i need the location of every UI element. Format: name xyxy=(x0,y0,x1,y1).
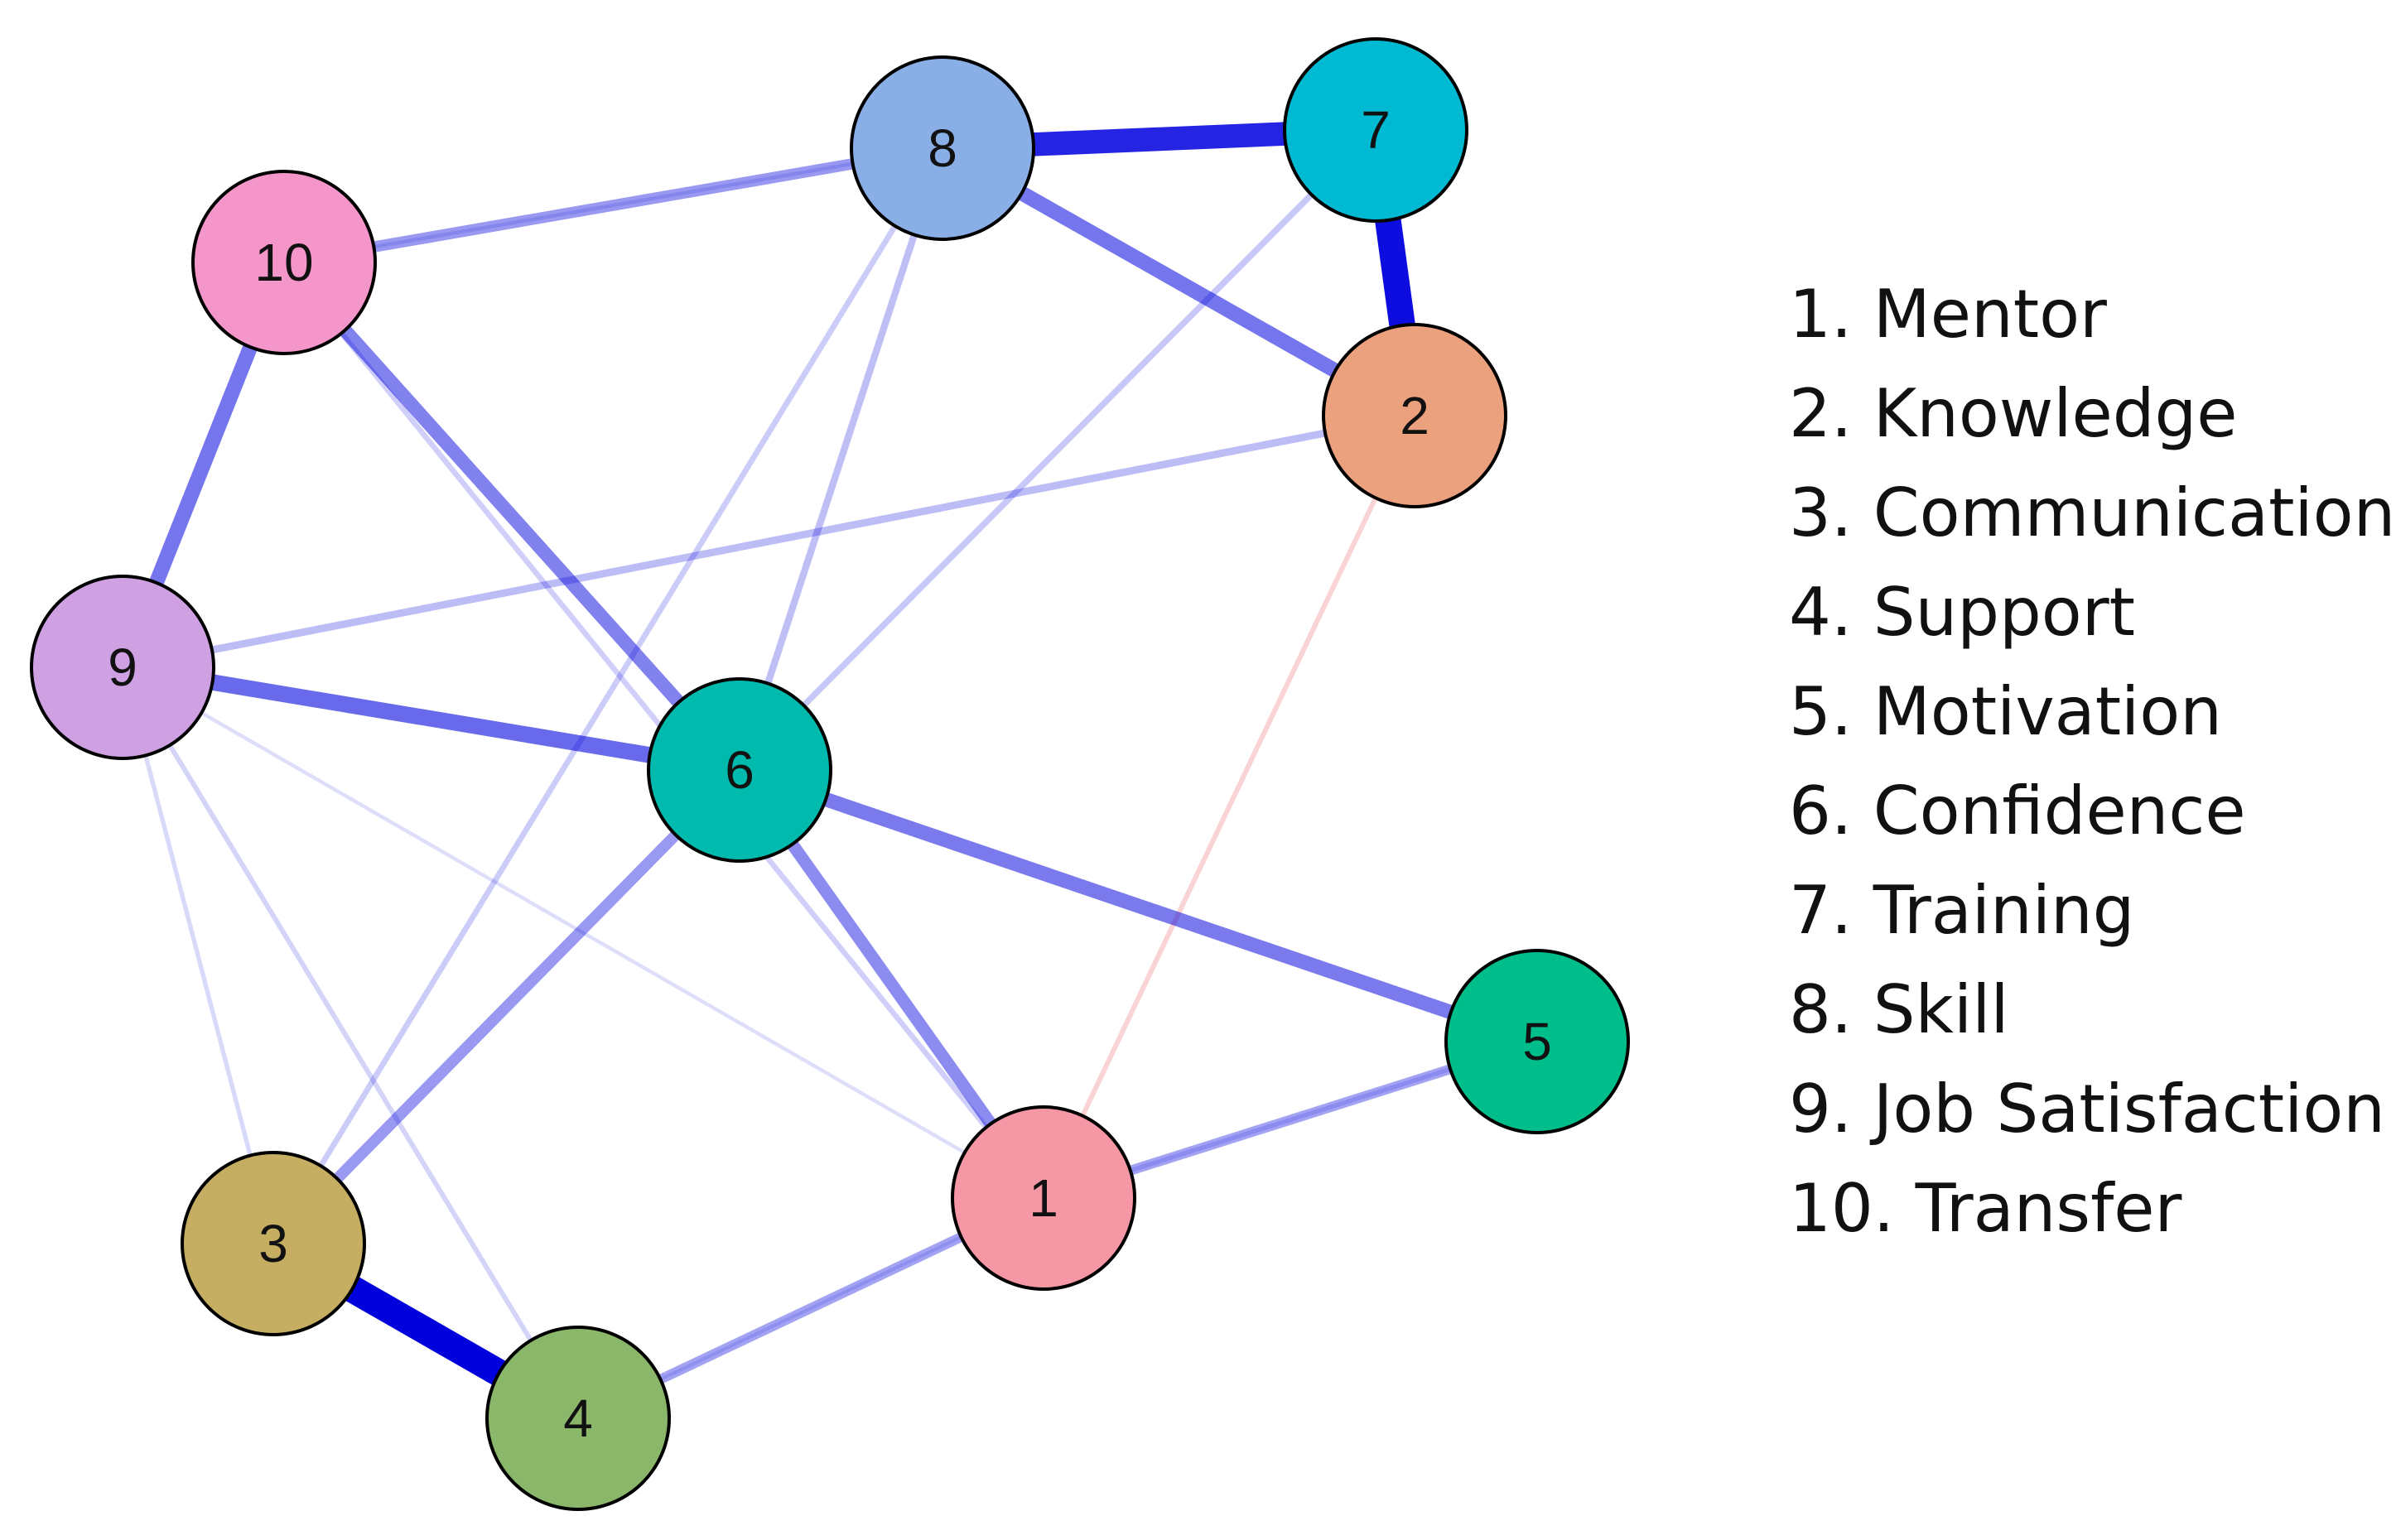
node-circle-training xyxy=(1283,37,1468,223)
node-knowledge: 2 xyxy=(1322,323,1507,508)
node-label-communication: 3 xyxy=(258,1214,288,1273)
legend-item-confidence: 6. Confidence xyxy=(1789,772,2246,849)
node-circle-mentor xyxy=(951,1105,1136,1291)
node-support: 4 xyxy=(485,1326,671,1511)
edge-10-6 xyxy=(278,257,745,775)
node-job-satisfaction: 9 xyxy=(30,575,215,760)
edge-8-6 xyxy=(736,147,946,772)
node-training: 7 xyxy=(1283,37,1468,223)
node-label-motivation: 5 xyxy=(1522,1012,1552,1071)
edge-10-8 xyxy=(282,142,944,268)
node-circle-communication xyxy=(181,1151,366,1336)
legend-item-job-satisfaction: 9. Job Satisfaction xyxy=(1789,1071,2385,1148)
edge-10-8 xyxy=(283,146,943,265)
edge-3-8 xyxy=(271,147,945,1245)
node-circle-knowledge xyxy=(1322,323,1507,508)
node-confidence: 6 xyxy=(647,677,832,863)
legend-item-mentor: 1. Mentor xyxy=(1789,276,2107,353)
node-circle-transfer xyxy=(191,170,377,355)
node-transfer: 10 xyxy=(191,170,377,355)
node-skill: 8 xyxy=(850,55,1035,241)
edge-9-1 xyxy=(121,666,1045,1200)
legend-item-knowledge: 2. Knowledge xyxy=(1789,375,2238,452)
legend: 1. Mentor 2. Knowledge 3. Communication … xyxy=(1789,265,2395,1258)
node-circle-support xyxy=(485,1326,671,1511)
legend-item-motivation: 5. Motivation xyxy=(1789,673,2222,750)
node-label-knowledge: 2 xyxy=(1400,386,1429,445)
edge-7-6 xyxy=(737,128,1378,772)
node-circle-skill xyxy=(850,55,1035,241)
node-communication: 3 xyxy=(181,1151,366,1336)
node-label-job-satisfaction: 9 xyxy=(108,638,137,697)
edge-9-2 xyxy=(122,411,1415,671)
edge-9-4 xyxy=(120,666,581,1420)
legend-item-training: 7. Training xyxy=(1789,872,2135,949)
node-circle-motivation xyxy=(1444,949,1630,1134)
node-label-training: 7 xyxy=(1361,100,1391,160)
edge-9-3 xyxy=(120,667,276,1244)
node-circle-confidence xyxy=(647,677,832,863)
legend-item-support: 4. Support xyxy=(1789,574,2136,651)
node-label-transfer: 10 xyxy=(254,233,313,292)
legend-item-communication: 3. Communication xyxy=(1789,474,2396,551)
edge-6-5 xyxy=(737,763,1540,1049)
node-circle-job-satisfaction xyxy=(30,575,215,760)
node-motivation: 5 xyxy=(1444,949,1630,1134)
edge-2-1 xyxy=(1041,414,1417,1200)
node-label-support: 4 xyxy=(563,1388,593,1448)
node-label-skill: 8 xyxy=(928,118,957,178)
edge-3-6 xyxy=(269,766,744,1248)
legend-item-skill: 8. Skill xyxy=(1789,971,2009,1048)
node-label-mentor: 1 xyxy=(1029,1168,1058,1228)
legend-item-transfer: 10. Transfer xyxy=(1789,1170,2182,1247)
node-label-confidence: 6 xyxy=(725,740,754,800)
nodes-layer: 1 2 3 4 5 6 7 8 9 10 xyxy=(30,37,1630,1511)
edge-9-6 xyxy=(121,659,741,778)
node-mentor: 1 xyxy=(951,1105,1136,1291)
